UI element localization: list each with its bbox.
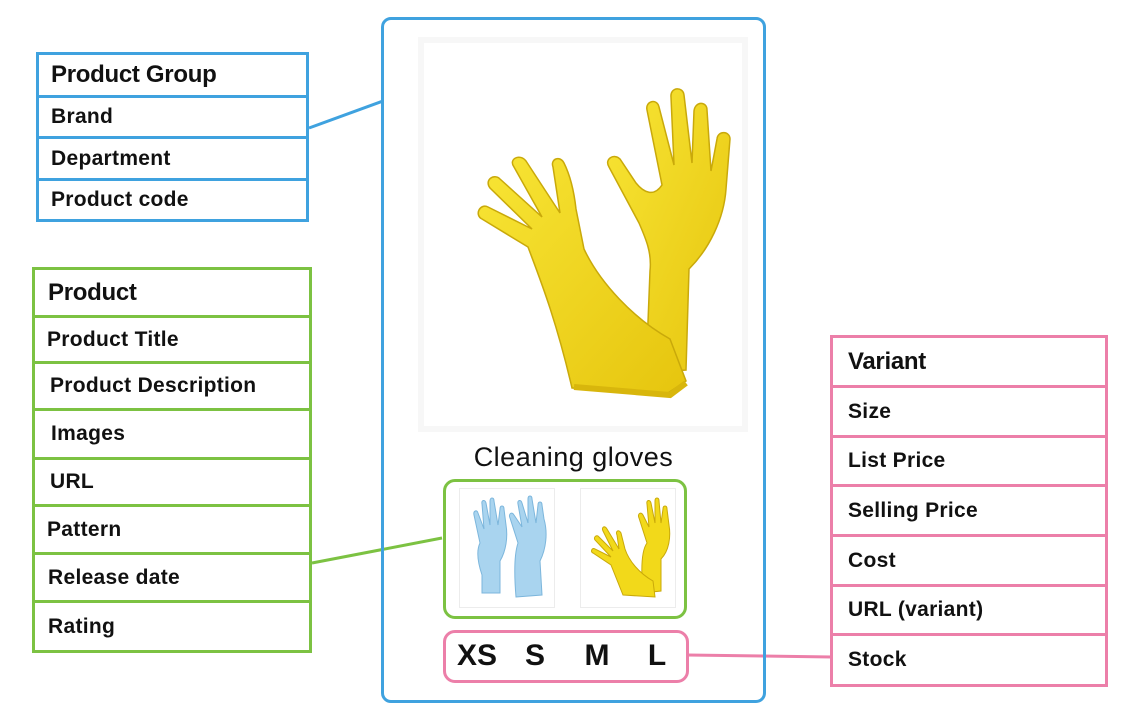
main-product-image[interactable]: [418, 37, 748, 432]
thumbnail-group: [443, 479, 687, 619]
product-field-pattern: Pattern: [35, 507, 309, 555]
size-option-xs[interactable]: XS: [456, 639, 498, 672]
variant-box: Variant Size List Price Selling Price Co…: [830, 335, 1108, 687]
product-field-release-date: Release date: [35, 555, 309, 603]
product-field-images: Images: [35, 411, 309, 460]
size-option-m[interactable]: M: [584, 639, 610, 672]
variant-field-stock: Stock: [848, 648, 907, 671]
product-card: Cleaning gloves XS S M L: [381, 17, 766, 703]
product-header: Product: [35, 270, 309, 318]
variant-field-selling-price: Selling Price: [833, 487, 1105, 537]
yellow-gloves-thumb-icon: [591, 497, 671, 598]
group-connector-line: [308, 99, 384, 130]
blue-gloves-icon: [473, 495, 547, 598]
yellow-gloves-icon: [477, 88, 731, 399]
variant-connector-line: [686, 653, 833, 659]
product-group-box: Product Group Brand Department Product c…: [36, 52, 309, 222]
variant-header: Variant: [833, 338, 1105, 388]
variant-field-list-price: List Price: [833, 438, 1105, 487]
size-option-l[interactable]: L: [647, 639, 667, 672]
size-option-s[interactable]: S: [524, 639, 545, 672]
size-selector: XS S M L: [443, 630, 689, 683]
product-group-field-department: Department: [39, 139, 306, 181]
product-box: Product Product Title Product Descriptio…: [32, 267, 312, 653]
variant-field-cost: Cost: [833, 537, 1105, 587]
product-field-description: Product Description: [35, 364, 309, 411]
thumbnail-blue-gloves[interactable]: [459, 488, 555, 608]
product-field-url: URL: [35, 460, 309, 507]
product-field-title: Product Title: [35, 318, 309, 364]
product-field-rating: Rating: [48, 614, 116, 638]
product-group-header: Product Group: [39, 55, 306, 98]
product-group-field-brand: Brand: [39, 98, 306, 139]
variant-field-size: Size: [833, 388, 1105, 438]
product-connector-line: [311, 536, 443, 565]
product-name: Cleaning gloves: [473, 442, 674, 472]
thumbnail-yellow-gloves[interactable]: [580, 488, 676, 608]
variant-field-url: URL (variant): [833, 587, 1105, 636]
product-group-field-product-code: Product code: [51, 188, 189, 211]
